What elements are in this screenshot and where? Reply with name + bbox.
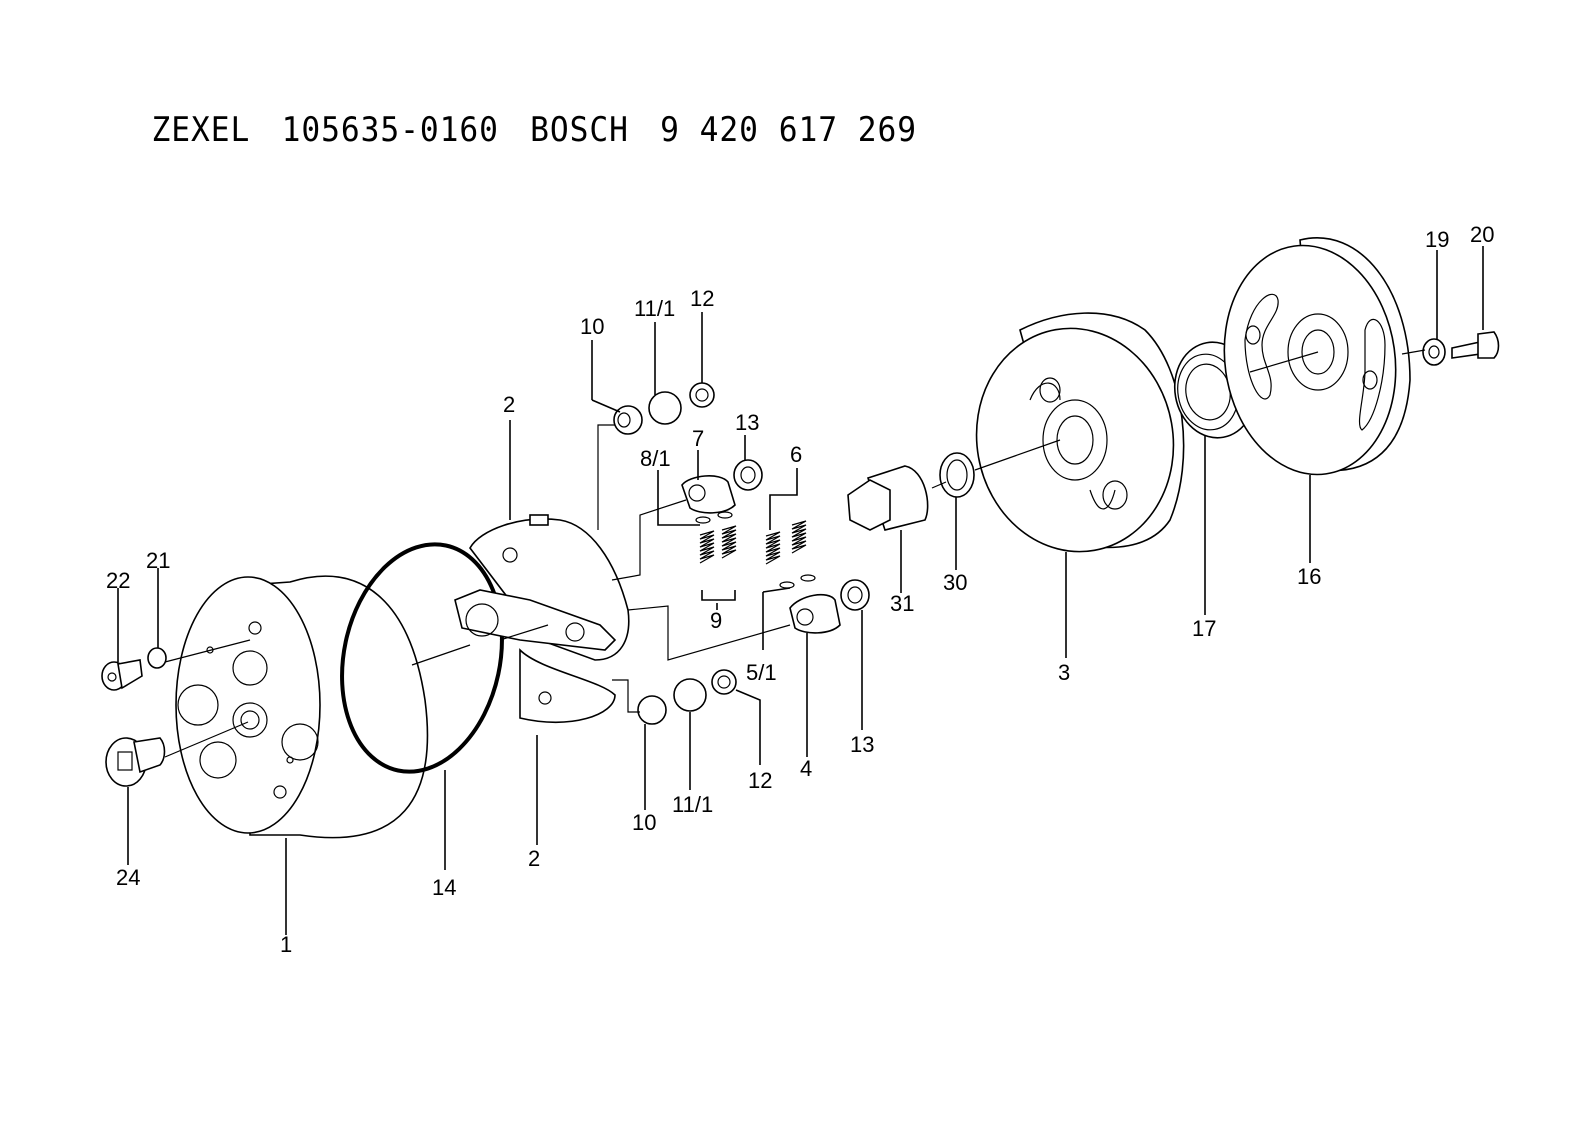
label-9: 9 [710, 608, 722, 633]
label-6: 6 [790, 442, 802, 467]
label-11-1-upper: 11/1 [634, 296, 675, 321]
zexel-part-number: 105635-0160 [281, 110, 499, 150]
label-10-lower: 10 [632, 810, 656, 835]
label-5-1: 5/1 [746, 660, 777, 685]
label-12-lower: 12 [748, 768, 772, 793]
label-16: 16 [1297, 564, 1321, 589]
label-13-lower: 13 [850, 732, 874, 757]
part-16-cover-plate [1223, 237, 1411, 476]
diagram-header: ZEXEL 105635-0160 BOSCH 9 420 617 269 [112, 70, 948, 150]
label-20: 20 [1470, 222, 1494, 247]
part-2-flyweight-hub [454, 514, 630, 724]
lower-sleeve-set [637, 669, 737, 725]
label-19: 19 [1425, 227, 1449, 252]
label-10-upper: 10 [580, 314, 604, 339]
label-12-upper: 12 [690, 286, 714, 311]
part-1-housing [175, 575, 429, 839]
part-30-washer-hole [946, 459, 968, 491]
label-30: 30 [943, 570, 967, 595]
part-24-plug [105, 737, 166, 787]
label-17: 17 [1192, 616, 1216, 641]
label-3: 3 [1058, 660, 1070, 685]
part-13-lower-washer-hole [847, 586, 863, 604]
label-11-1-lower: 11/1 [672, 792, 713, 817]
label-2-upper: 2 [503, 392, 515, 417]
part-4-spring-seat [789, 593, 841, 634]
part-13-upper-washer-hole [740, 466, 756, 484]
part-13-upper-washer [733, 459, 763, 491]
label-2-lower: 2 [528, 846, 540, 871]
label-7: 7 [692, 426, 704, 451]
part-5-1-shims [779, 574, 816, 589]
part-3-carrier [975, 312, 1185, 553]
part-13-lower-washer [840, 579, 870, 611]
part-labels: 1 14 2 2 10 11/1 12 13 7 8/1 6 9 5/1 4 1… [106, 222, 1494, 957]
part-31-nut [847, 465, 929, 531]
part-19-washer [1422, 338, 1446, 366]
part-8-1-shims [695, 511, 733, 524]
brand-zexel: ZEXEL [151, 110, 251, 150]
part-30-washer [939, 452, 975, 498]
label-21: 21 [146, 548, 170, 573]
part-20-bolt [1451, 331, 1500, 359]
label-24: 24 [116, 865, 140, 890]
label-14: 14 [432, 875, 456, 900]
label-leader-lines [117, 246, 1484, 935]
part-21-washer [147, 647, 167, 669]
part-7-spring-seat [681, 475, 736, 514]
part-9-springs [699, 525, 737, 564]
bosch-part-number: 9 420 617 269 [660, 110, 917, 150]
part-6-springs [765, 520, 807, 565]
brand-bosch: BOSCH [530, 110, 629, 150]
part-4-hole [796, 608, 814, 626]
assembly-axis-lines [164, 349, 1426, 758]
label-4: 4 [800, 756, 812, 781]
label-13-upper: 13 [735, 410, 759, 435]
label-1: 1 [280, 932, 292, 957]
part-7-hole [688, 484, 706, 502]
upper-sleeve-set [613, 382, 715, 435]
part-14-o-ring [340, 542, 504, 774]
label-31: 31 [890, 591, 914, 616]
label-22: 22 [106, 568, 130, 593]
label-8-1: 8/1 [640, 446, 671, 471]
part-19-washer-hole [1428, 345, 1440, 359]
part-22-screw [101, 659, 143, 691]
